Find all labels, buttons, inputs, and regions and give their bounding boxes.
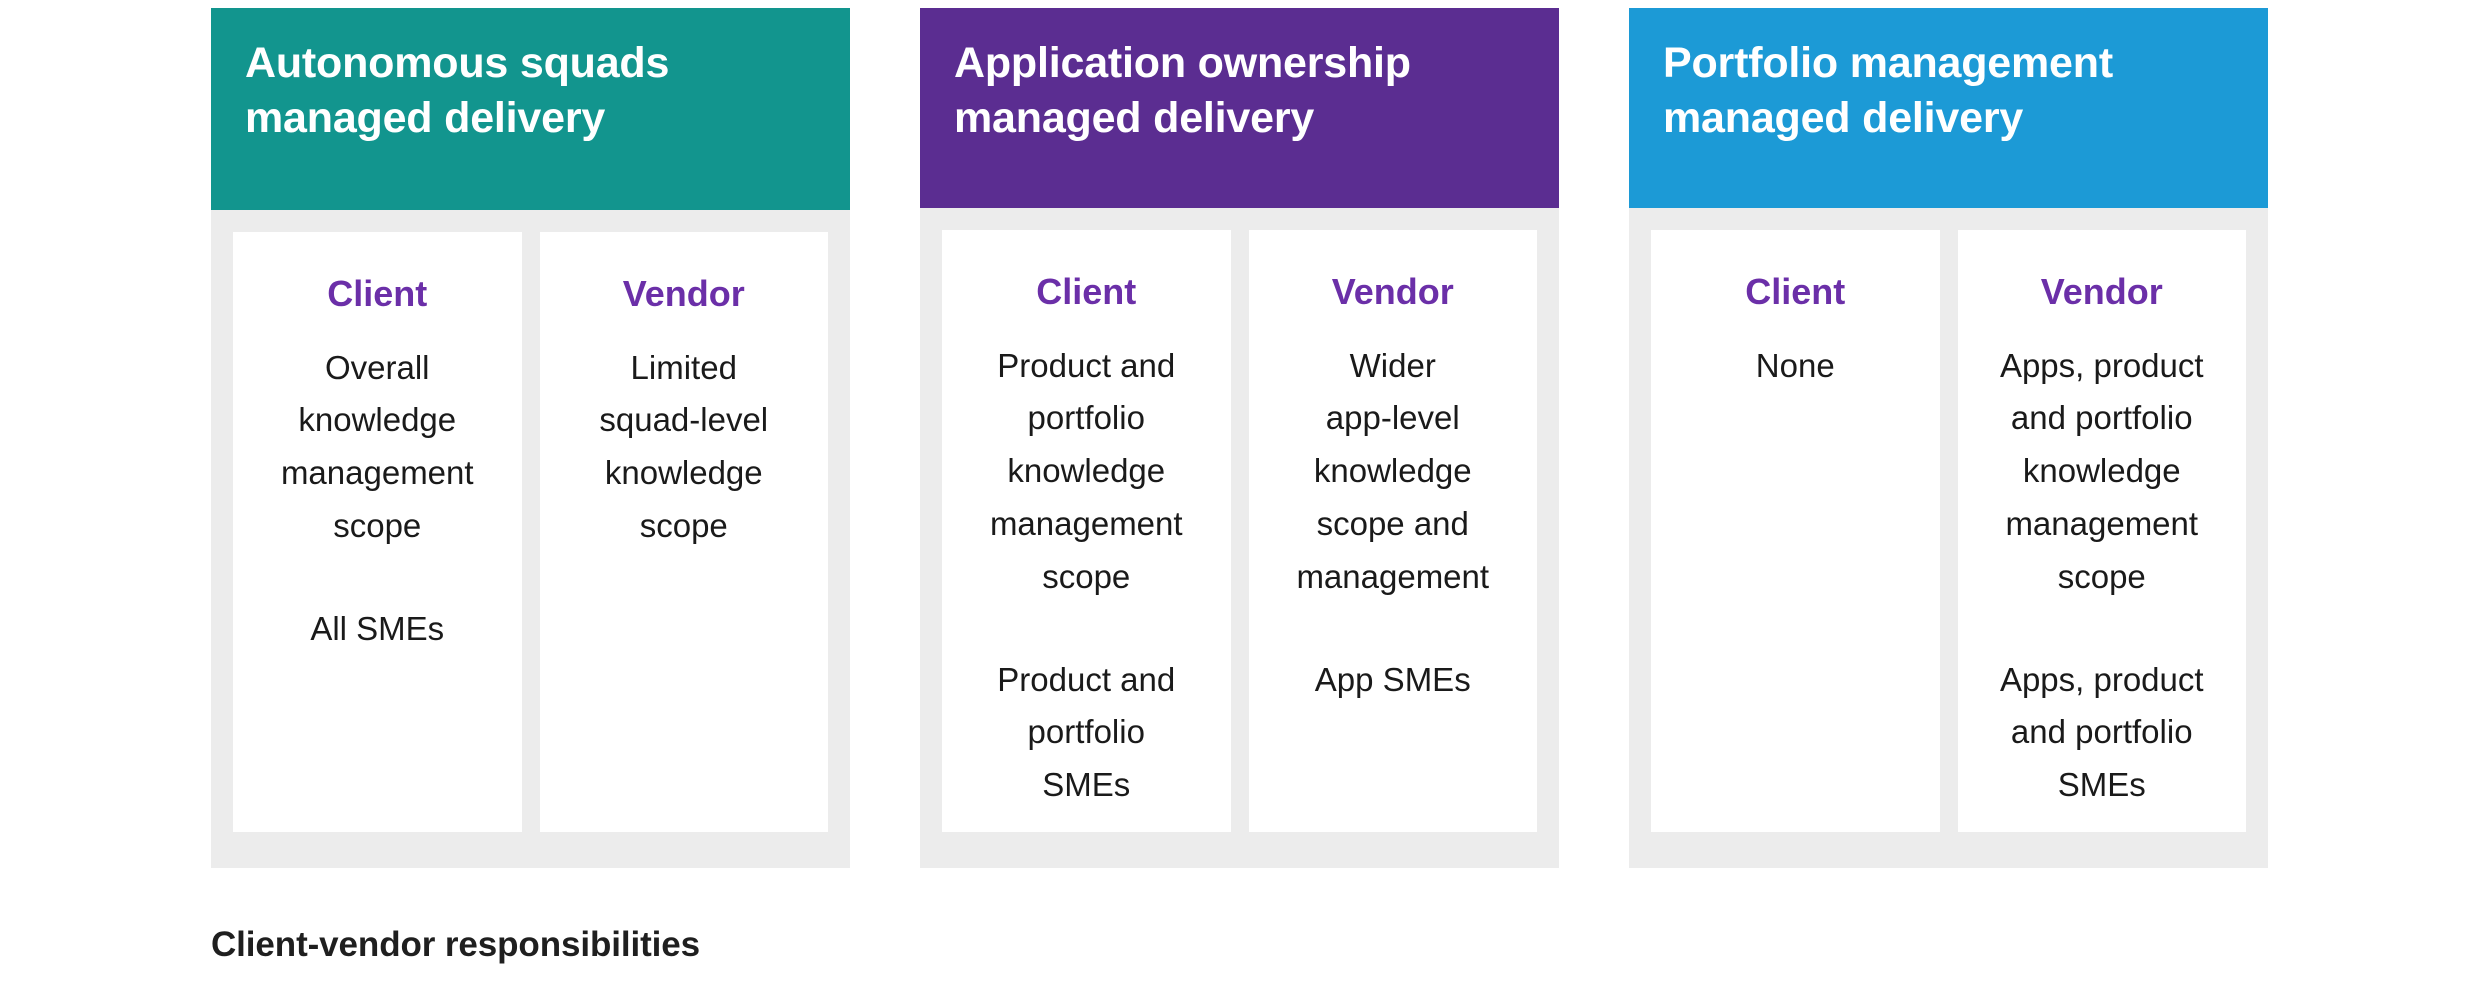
- role-text-secondary: Product and portfolio SMEs: [997, 660, 1176, 804]
- role-text-secondary: All SMEs: [310, 609, 445, 647]
- panel-title: Portfolio management managed delivery: [1663, 39, 2113, 142]
- panel-portfolio-management: Portfolio management managed delivery Cl…: [1629, 8, 2268, 868]
- role-text-primary: Apps, product and portfolio knowledge ma…: [1999, 346, 2204, 595]
- role-text-primary: Wider app-level knowledge scope and mana…: [1296, 346, 1490, 595]
- panel-body-application-ownership: Client Product and portfolio knowledge m…: [920, 208, 1559, 868]
- role-title: Vendor: [2040, 271, 2163, 313]
- role-title: Client: [1745, 271, 1846, 313]
- panel-body-portfolio-management: Client None Vendor Apps, product and por…: [1629, 208, 2268, 868]
- panel-autonomous-squads: Autonomous squads managed delivery Clien…: [211, 8, 850, 868]
- role-card-vendor: Vendor Wider app-level knowledge scope a…: [1248, 230, 1537, 832]
- role-text-primary: Product and portfolio knowledge manageme…: [989, 346, 1183, 595]
- role-text-primary: None: [1755, 346, 1835, 384]
- role-text-primary: Limited squad-level knowledge scope: [599, 348, 769, 544]
- role-card-client: Client None: [1651, 230, 1940, 832]
- panel-application-ownership: Application ownership managed delivery C…: [920, 8, 1559, 868]
- role-title: Vendor: [1331, 271, 1454, 313]
- panel-header-autonomous-squads: Autonomous squads managed delivery: [211, 8, 850, 210]
- role-card-vendor: Vendor Limited squad-level knowledge sco…: [539, 232, 828, 832]
- role-title: Client: [327, 273, 428, 314]
- panel-body-autonomous-squads: Client Overall knowledge management scop…: [211, 210, 850, 868]
- role-title: Vendor: [622, 273, 745, 314]
- panel-header-portfolio-management: Portfolio management managed delivery: [1629, 8, 2268, 209]
- panel-title: Application ownership managed delivery: [954, 39, 1411, 142]
- role-card-client: Client Overall knowledge management scop…: [233, 232, 522, 832]
- role-text-secondary: Apps, product and portfolio SMEs: [1999, 660, 2204, 804]
- role-card-vendor: Vendor Apps, product and portfolio knowl…: [1957, 230, 2246, 832]
- role-card-client: Client Product and portfolio knowledge m…: [942, 230, 1231, 832]
- panel-title: Autonomous squads managed delivery: [245, 39, 670, 142]
- panel-header-application-ownership: Application ownership managed delivery: [920, 8, 1559, 209]
- figure-caption: Client-vendor responsibilities: [211, 925, 701, 964]
- panel-group: Autonomous squads managed delivery Clien…: [211, 8, 2268, 868]
- role-text-secondary: App SMEs: [1314, 660, 1471, 698]
- role-title: Client: [1036, 271, 1137, 313]
- role-text-primary: Overall knowledge management scope: [280, 348, 474, 544]
